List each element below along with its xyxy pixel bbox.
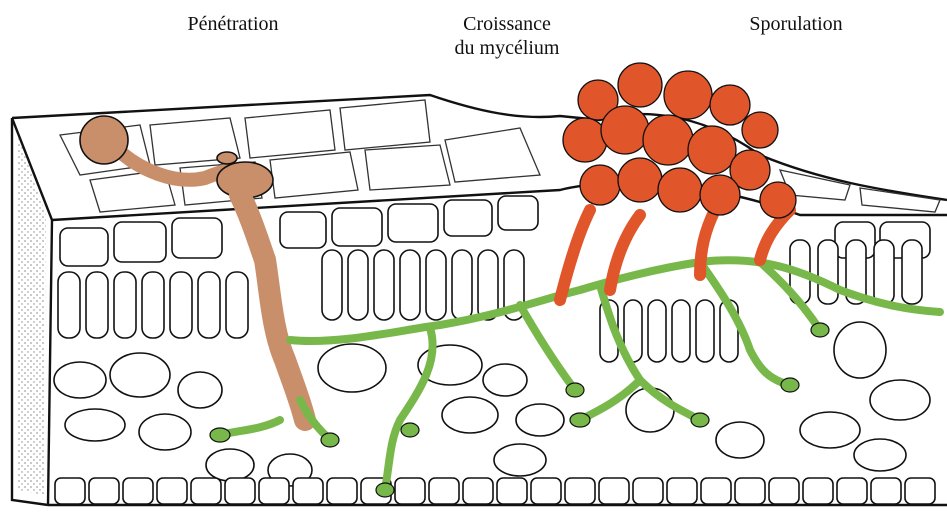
spongy-cell [716,422,764,458]
epidermal-cell [114,222,166,262]
spongy-cell [178,372,222,408]
spongy-cell [516,404,564,436]
epidermal-cell [280,212,326,248]
palisade-cell [142,272,164,338]
epidermal-cell [60,228,108,266]
palisade-cell [348,250,368,320]
spongy-cell [139,414,191,450]
lower-epidermal-cell [531,478,561,504]
lower-epidermal-cell [55,478,85,504]
spongy-cell [65,409,125,441]
lower-epidermal-cell [123,478,153,504]
lower-epidermal-cell [395,478,425,504]
palisade-cell [874,240,894,304]
lower-epidermal-cell [837,478,867,504]
palisade-cell [86,272,108,338]
lower-epidermal-cell [429,478,459,504]
lower-epidermal-cell [565,478,595,504]
spongy-cell [854,439,906,471]
lower-epidermal-cell [667,478,697,504]
spongy-cell [110,353,170,397]
lower-epidermal-cell [463,478,493,504]
spongy-cell [800,412,860,448]
palisade-cell [648,300,666,362]
palisade-cell [696,300,714,362]
palisade-cell [818,240,838,304]
lower-epidermal-cell [905,478,935,504]
top-epidermis-cells [60,100,940,212]
epidermal-cell [172,218,222,258]
lower-epidermal-cell [735,478,765,504]
lower-epidermal-cell [293,478,323,504]
lower-epidermal-cell [191,478,221,504]
lower-epidermal-cell [633,478,663,504]
lower-epidermal-cell [225,478,255,504]
epidermal-cell [332,208,382,246]
spongy-cell [442,397,498,433]
palisade-cell [322,250,342,320]
spongy-cells [54,322,930,486]
lower-epidermal-cell [327,478,357,504]
spongy-cell [206,449,254,481]
lower-epidermal-cell [259,478,289,504]
spongy-cell [54,362,106,398]
palisade-cell [902,240,922,304]
spongy-cell [626,388,674,432]
lower-epidermal-cell [769,478,799,504]
palisade-cell [114,272,136,338]
palisade-cell [198,272,220,338]
palisade-cell [452,250,472,320]
lower-epidermal-cell [497,478,527,504]
spongy-cell [834,322,886,378]
spongy-cell [318,344,386,392]
spongy-cell [494,444,546,476]
lower-epidermal-cell [89,478,119,504]
lower-epidermal-cell [803,478,833,504]
palisade-cell [226,272,248,338]
spongy-cell [870,380,930,420]
lower-epidermal-cell [157,478,187,504]
epidermal-cell [498,196,538,230]
palisade-cell [374,250,394,320]
palisade-cell [426,250,446,320]
palisade-cell [400,250,420,320]
lower-epidermal-cell [599,478,629,504]
palisade-cell [170,272,192,338]
spongy-cell [483,364,527,396]
epidermal-cell [388,204,438,242]
palisade-cell [672,300,690,362]
stippled-side-face [18,135,46,495]
lower-epidermal-cell [871,478,901,504]
lower-epidermal-cell [701,478,731,504]
lower-epidermis-row [55,478,935,504]
palisade-cell [58,272,80,338]
epidermal-cell [444,200,492,236]
